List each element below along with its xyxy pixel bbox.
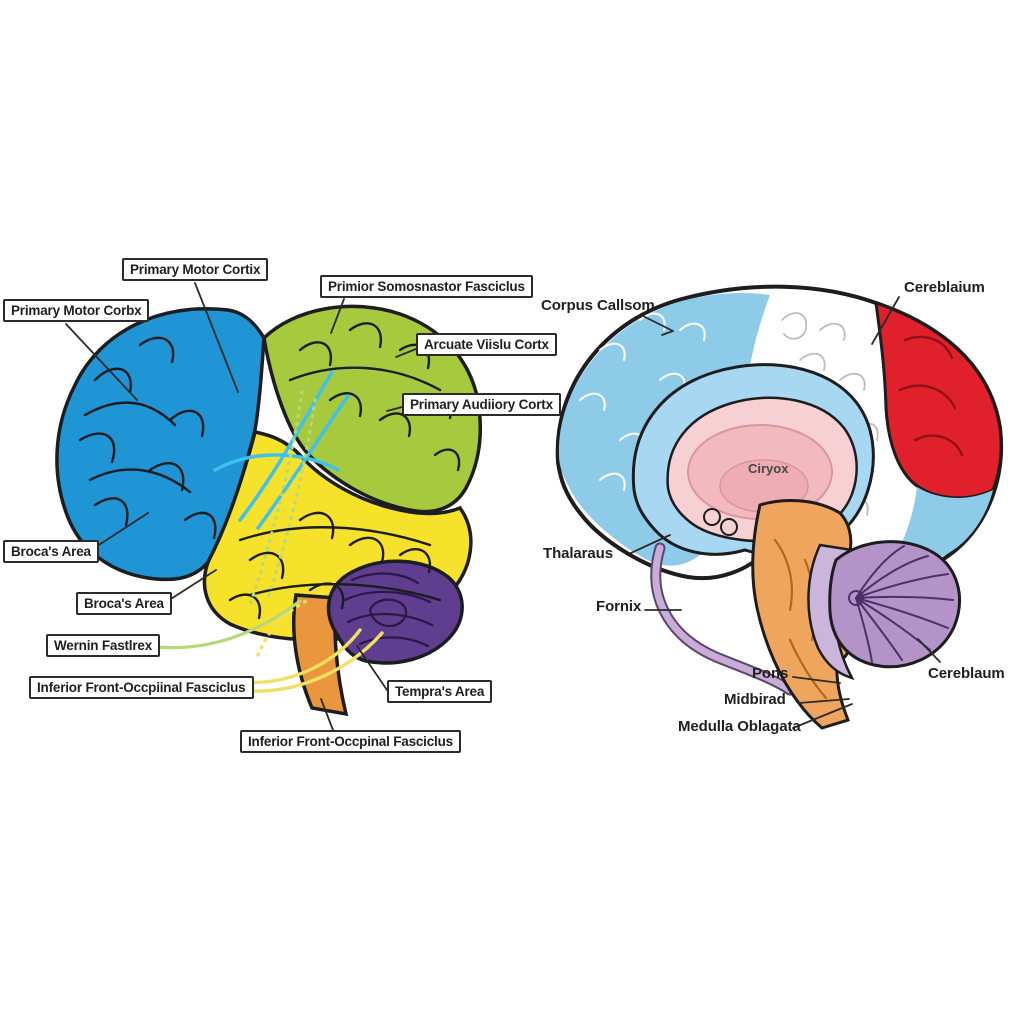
hypothalamic-node-1 xyxy=(703,508,721,526)
cerebellum-folds xyxy=(343,572,434,648)
label-fornix: Fornix xyxy=(596,598,642,615)
label-primary-motor-cortex-top: Primary Motor Cortix xyxy=(122,258,269,281)
cerebellum-laminae xyxy=(848,545,954,663)
hypothalamic-node-2 xyxy=(720,518,738,536)
label-brocas-area-left: Broca's Area xyxy=(3,540,99,563)
label-temporal-area: Tempra's Area xyxy=(387,680,493,703)
label-inferior-fasciculus-upper: Inferior Front-Occpiinal Fasciclus xyxy=(29,676,254,699)
label-medulla-oblongata: Medulla Oblagata xyxy=(678,718,801,735)
fornix-curve xyxy=(650,542,796,696)
cerebellum-shape xyxy=(326,559,464,665)
occipital-region xyxy=(874,300,1003,500)
sagittal-cerebellum-shape xyxy=(828,540,962,669)
frontal-lobe-shape xyxy=(55,307,266,582)
label-primary-auditory-cortex: Primary Audiiory Cortx xyxy=(402,393,561,416)
label-pons: Pons xyxy=(752,665,789,682)
label-primary-motor-cortex-left: Primary Motor Corbx xyxy=(3,299,150,322)
label-superior-fasciculus: Primior Somosnastor Fasciclus xyxy=(320,275,533,298)
label-wernicke-area: Wernin Fastlrex xyxy=(46,634,161,657)
posterior-blue-region xyxy=(897,487,993,560)
arcuate-tract-lines xyxy=(213,370,350,530)
label-midbrain: Midbirad xyxy=(724,691,786,708)
label-inferior-fasciculus-lower: Inferior Front-Occpinal Fasciclus xyxy=(240,730,461,753)
occipital-gyri-lines xyxy=(898,335,964,457)
label-corpus-callosum: Corpus Callsom xyxy=(541,297,655,314)
lateral-brain xyxy=(55,304,483,717)
green-tract-lines xyxy=(154,390,317,650)
label-arcuate-fasciculus: Arcuate Viislu Cortx xyxy=(416,333,557,356)
label-cerebellum-top: Cereblaium xyxy=(904,279,985,296)
label-cerebellum-bottom: Cereblaum xyxy=(928,665,1005,682)
label-cortex-center: Ciryox xyxy=(748,461,789,476)
label-brocas-area-lower: Broca's Area xyxy=(76,592,172,615)
leader-lines xyxy=(65,282,941,731)
gyri-lines xyxy=(78,322,461,620)
label-thalamus: Thalaraus xyxy=(543,545,613,562)
midsagittal-brain xyxy=(555,284,1004,730)
